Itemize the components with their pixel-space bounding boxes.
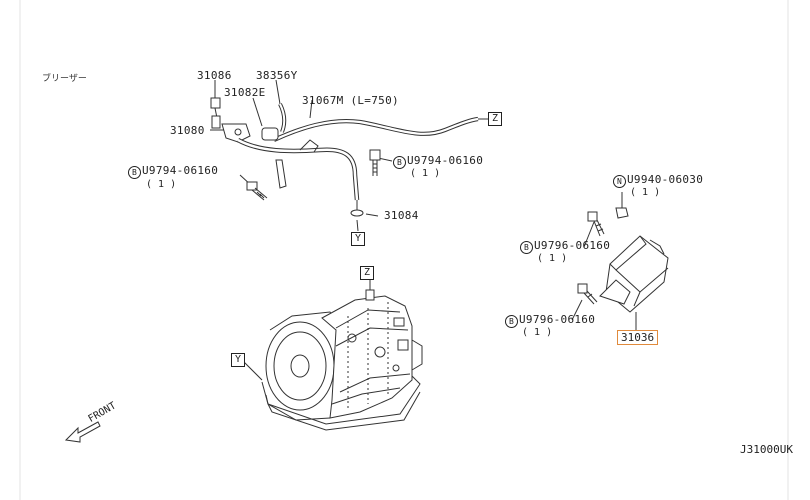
front-arrow-icon <box>64 421 101 443</box>
diagram-code: J31000UK <box>740 443 793 456</box>
bolt-prefix-icon: B <box>505 315 518 328</box>
nut-prefix-icon: N <box>613 175 626 188</box>
b3-qty: ( 1 ) <box>537 253 568 264</box>
part-label-31084[interactable]: 31084 <box>384 209 419 222</box>
part-label-38356Y[interactable]: 38356Y <box>256 69 298 82</box>
part-label-31036-highlighted[interactable]: 31036 <box>617 330 659 345</box>
b1-qty: ( 1 ) <box>146 179 177 190</box>
b4-code: U9796-06160 <box>519 313 596 326</box>
part-label-31067M[interactable]: 31067M (L=750) <box>302 94 399 107</box>
part-label-31086[interactable]: 31086 <box>197 69 232 82</box>
transmission-assembly <box>243 277 423 431</box>
b4-qty: ( 1 ) <box>522 327 553 338</box>
n1-code: U9940-06030 <box>627 173 704 186</box>
breather-label: ブリーザー <box>42 74 87 84</box>
ref-box-y-upper[interactable]: Y <box>351 232 365 246</box>
breather-hose-assembly <box>210 79 488 232</box>
b1-code: U9794-06160 <box>142 164 219 177</box>
b2-code: U9794-06160 <box>407 154 484 167</box>
ref-box-y-lower[interactable]: Y <box>231 353 245 367</box>
b3-code: U9796-06160 <box>534 239 611 252</box>
part-label-31080[interactable]: 31080 <box>170 124 205 137</box>
part-label-31082E[interactable]: 31082E <box>224 86 266 99</box>
control-unit-assembly <box>571 192 669 330</box>
n1-qty: ( 1 ) <box>630 187 661 198</box>
bolt-prefix-icon: B <box>520 241 533 254</box>
bolt-prefix-icon: B <box>393 156 406 169</box>
bolt-prefix-icon: B <box>128 166 141 179</box>
ref-box-z-lower[interactable]: Z <box>360 266 374 280</box>
ref-box-z-upper[interactable]: Z <box>488 112 502 126</box>
b2-qty: ( 1 ) <box>410 168 441 179</box>
